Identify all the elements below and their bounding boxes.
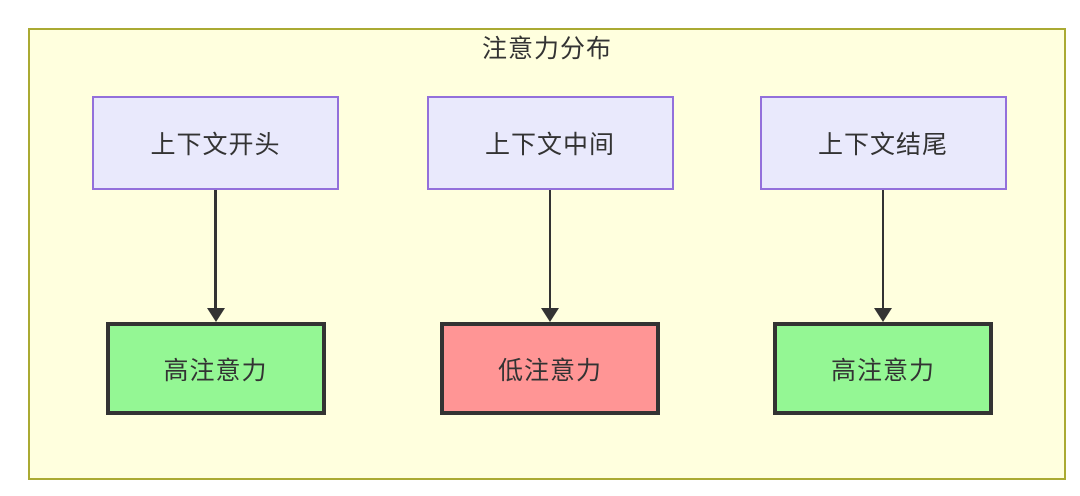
arrow-down-icon: [214, 190, 217, 309]
result-node-high-attention-2: 高注意力: [773, 322, 993, 415]
source-node-context-beginning: 上下文开头: [92, 96, 339, 190]
source-node-context-end: 上下文结尾: [759, 96, 1007, 190]
attention-distribution-frame: 注意力分布 上下文开头 高注意力 上下文中间 低注意力 上下文结尾 高注意力: [28, 28, 1066, 480]
result-node-high-attention-1: 高注意力: [105, 322, 326, 415]
diagram-title: 注意力分布: [481, 35, 612, 63]
result-node-low-attention: 低注意力: [440, 322, 660, 415]
arrow-down-icon: [881, 190, 885, 309]
arrow-down-icon: [548, 190, 552, 309]
source-node-context-middle: 上下文中间: [426, 96, 674, 190]
